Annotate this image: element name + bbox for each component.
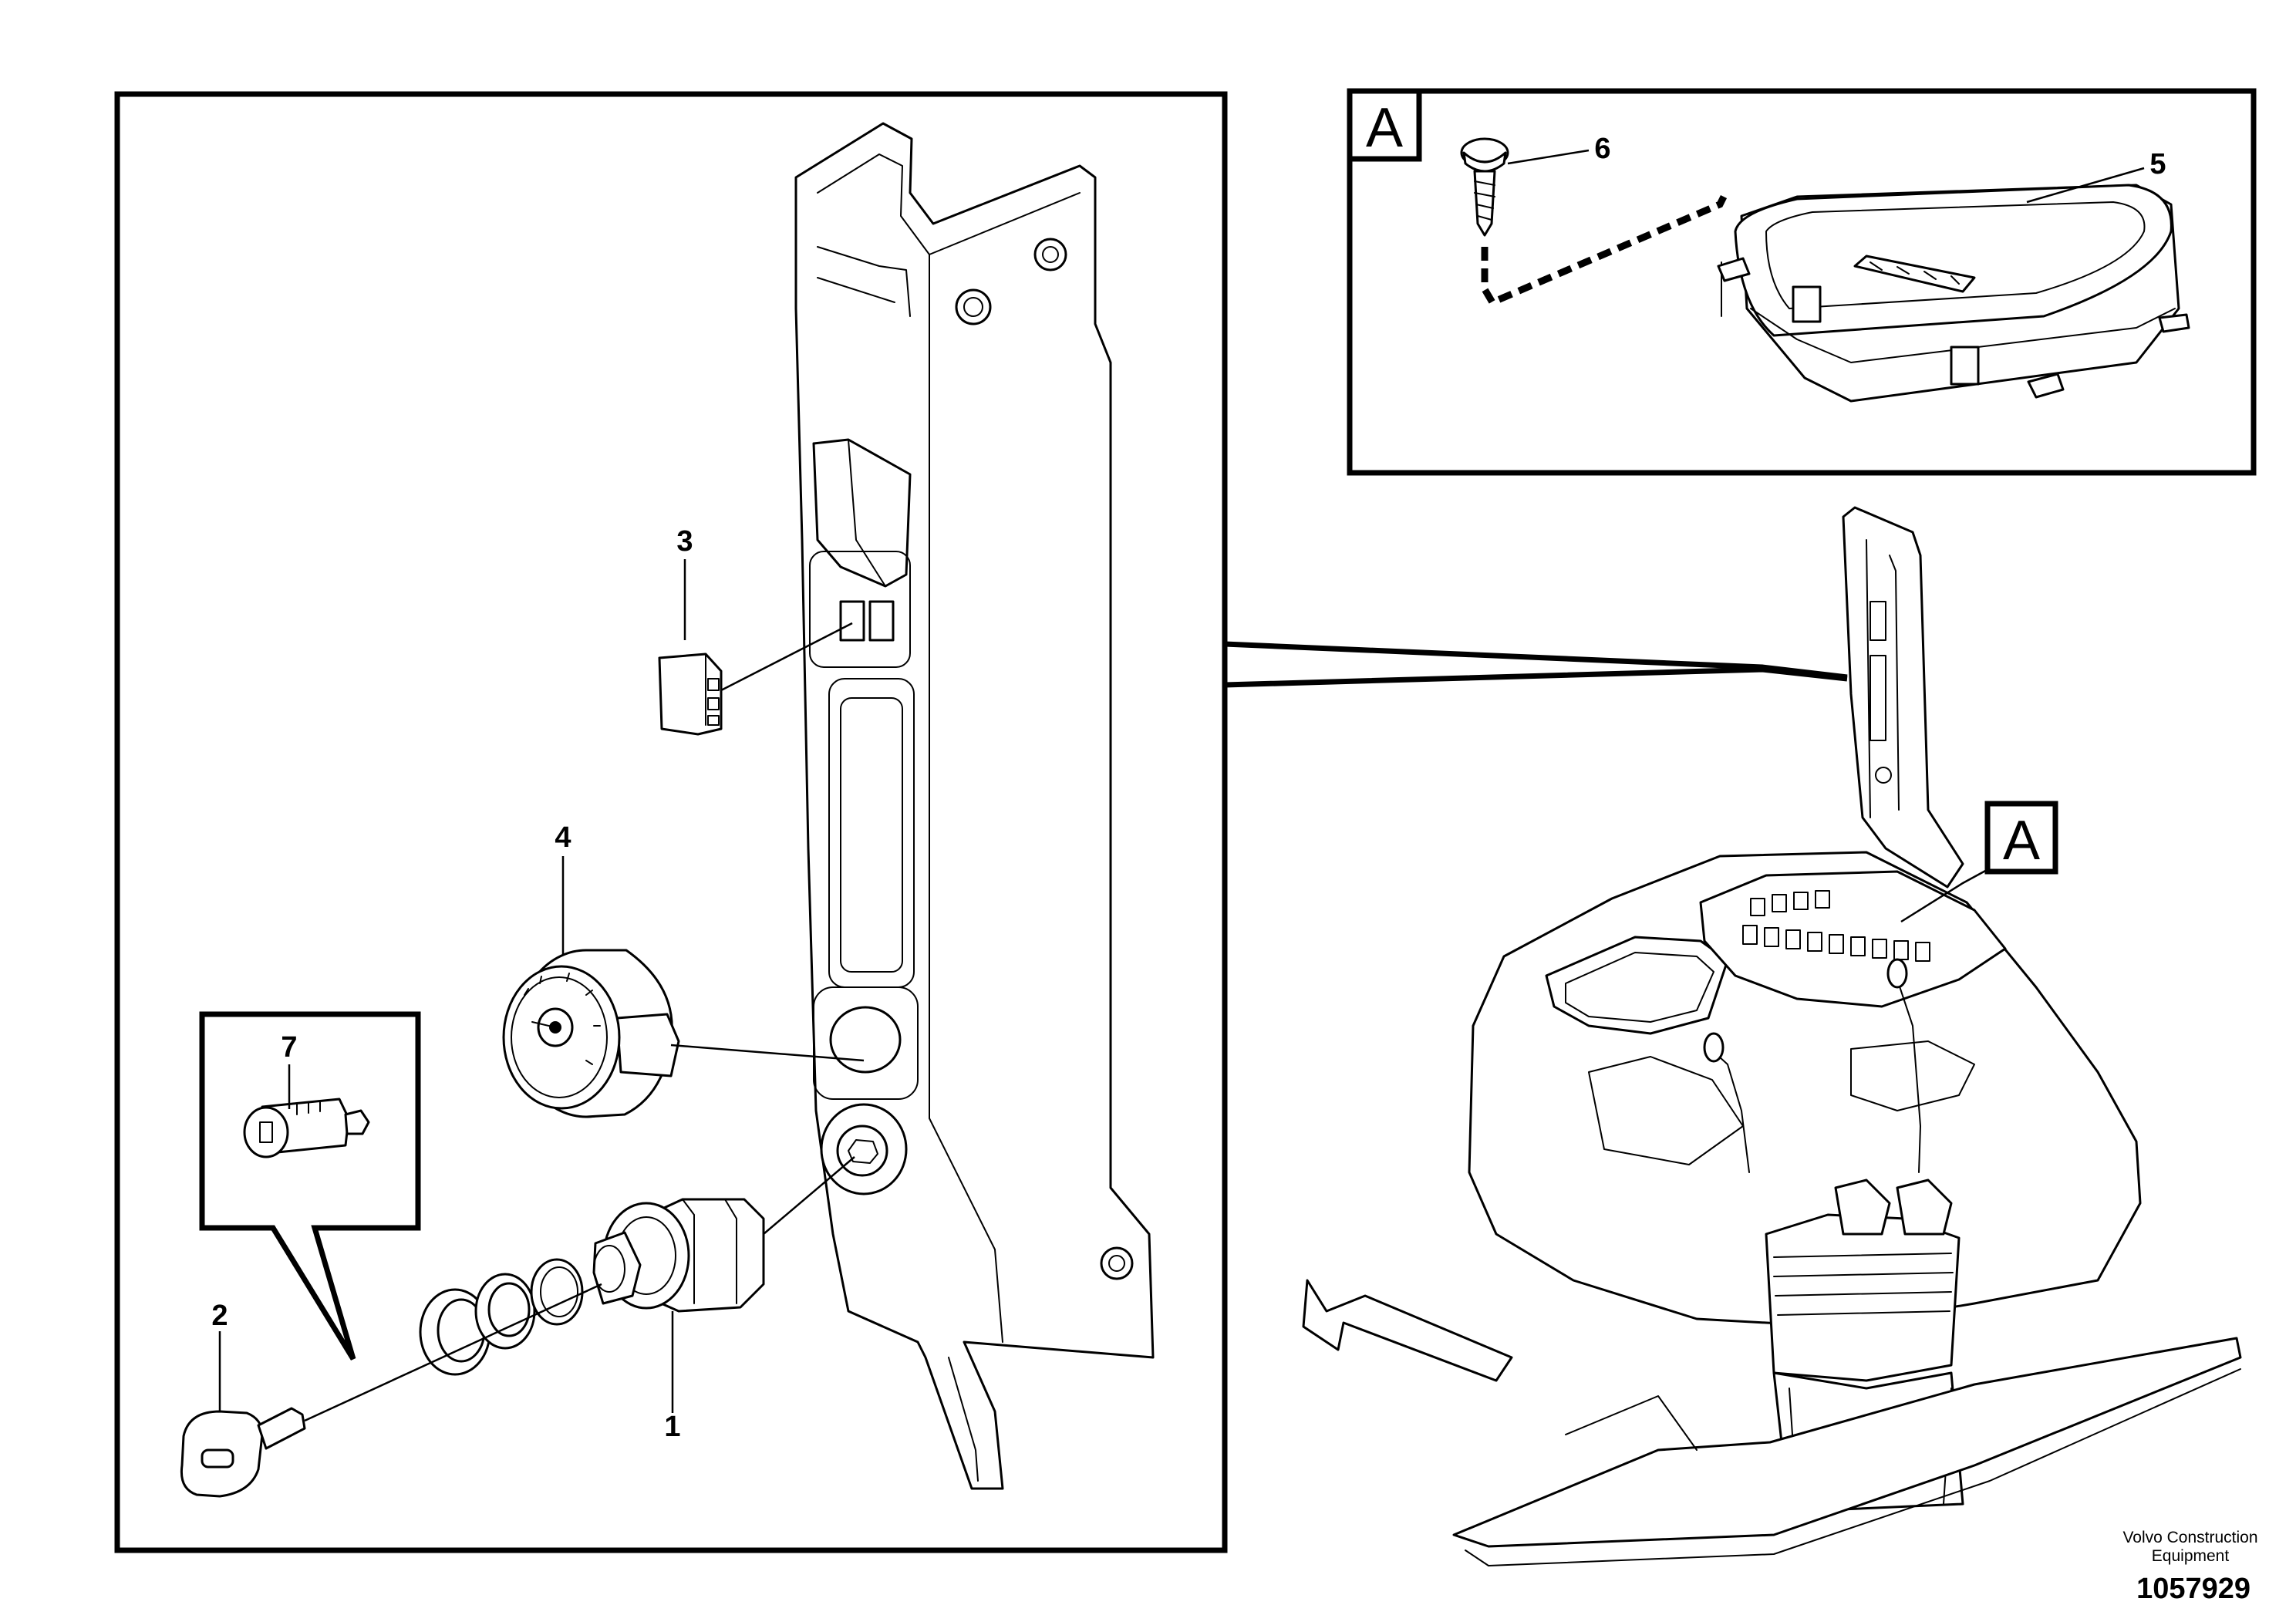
- part-1-ignition-switch: [592, 1156, 855, 1413]
- dashboard-pillar-panel: [794, 122, 1155, 1490]
- part-5-display-unit: [1717, 167, 2190, 403]
- company-name-line2: Equipment: [2152, 1547, 2230, 1565]
- view-a-label: A: [2003, 810, 2040, 872]
- part-7-lock-cylinder: [243, 1064, 370, 1158]
- callout-5: 5: [2149, 148, 2166, 180]
- callout-1: 1: [664, 1411, 680, 1443]
- inset-a-screw: [1460, 137, 1590, 237]
- callout-7: 7: [281, 1031, 297, 1064]
- callout-4: 4: [555, 821, 571, 854]
- machine-overview: A: [1302, 506, 2242, 1566]
- callout-6: 6: [1594, 133, 1610, 165]
- overview-switch-grid: [1742, 890, 1930, 962]
- inset-a-frame: A: [1347, 88, 2257, 476]
- part-4-gauge: [502, 856, 865, 1118]
- frame-connector-lines: [1224, 641, 1848, 688]
- part-3-switch: [658, 559, 853, 736]
- callout-2: 2: [211, 1300, 228, 1332]
- callout-3: 3: [676, 525, 693, 558]
- company-name-line1: Volvo Construction: [2122, 1529, 2257, 1546]
- detail-7-frame: [199, 1011, 421, 1361]
- footer: Volvo Construction Equipment 1057929: [2122, 1529, 2257, 1605]
- drawing-number: 1057929: [2136, 1573, 2250, 1605]
- inset-a-dashed-path: [1481, 194, 1728, 317]
- part-2-key: [180, 1283, 602, 1498]
- inset-label: A: [1366, 97, 1403, 159]
- callout-labels: 1 2 3 4 5 6 7: [211, 133, 2166, 1443]
